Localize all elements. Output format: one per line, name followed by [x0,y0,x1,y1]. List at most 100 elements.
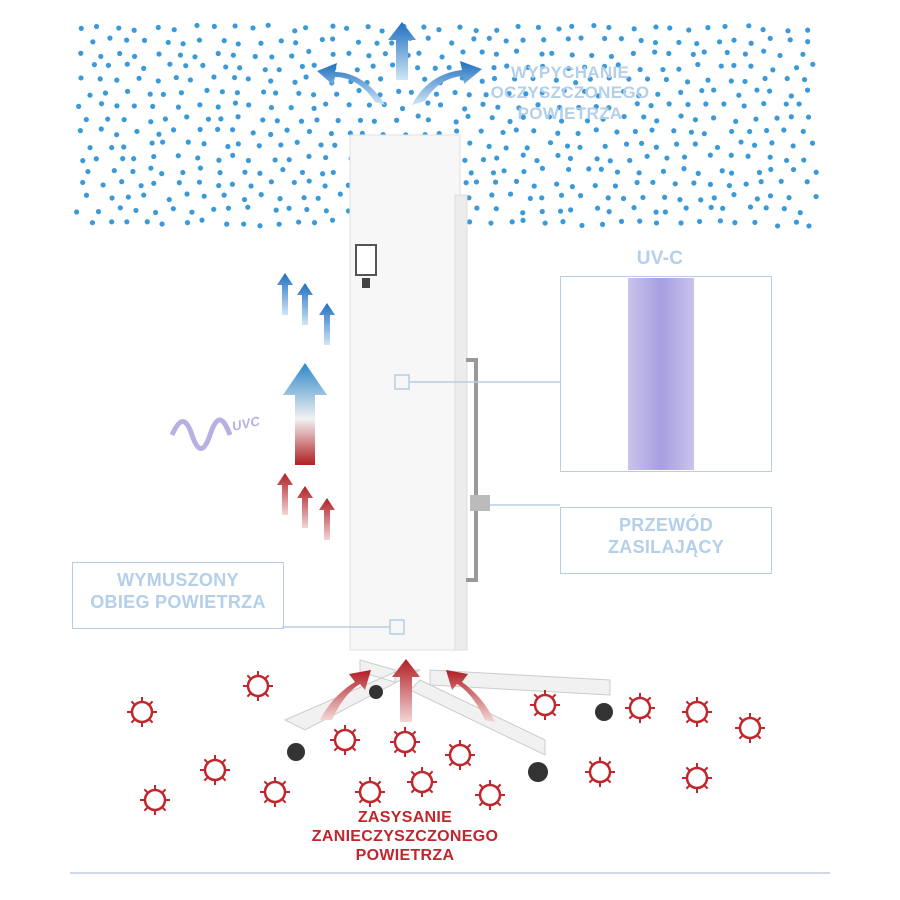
clean-air-dot [231,74,238,81]
clean-air-dot [183,63,189,69]
clean-air-dot [453,119,459,125]
clean-air-dot [242,169,248,175]
clean-air-dot [805,114,812,120]
clean-air-dot [78,50,84,56]
virus-icon [127,697,157,727]
clean-air-dot [806,223,812,229]
clean-air-dot [98,101,105,107]
clean-air-dot [520,37,526,43]
clean-air-dot [322,183,328,189]
clean-air-dot [614,169,621,175]
clean-air-dot [530,75,536,82]
clean-air-dot [87,92,93,98]
clean-air-dot [107,35,113,41]
clean-air-dot [141,192,147,198]
clean-air-dot [105,116,111,122]
clean-air-dot [748,40,754,46]
clean-air-dot [579,222,585,229]
forced-flow-label: WYMUSZONY OBIEG POWIETRZA [72,570,284,613]
clean-air-dot [318,142,324,148]
clean-air-dot [606,24,612,31]
clean-air-dot [114,132,120,138]
clean-air-dot [634,101,640,107]
clean-air-dot [769,140,775,146]
clean-air-dot [586,166,592,172]
clean-air-dot [539,208,545,215]
clean-air-dot [492,179,499,185]
clean-air-dot [587,76,593,82]
clean-air-dot [778,178,784,184]
clean-air-dot [671,128,677,134]
clean-air-dot [394,117,400,123]
clean-air-dot [489,192,495,198]
clean-air-dot [121,117,127,123]
clean-air-dot [148,119,154,125]
clean-air-dot [753,116,759,122]
clean-air-dot [746,23,752,29]
clean-air-dot [268,131,274,138]
clean-air-dot [131,27,137,33]
clean-air-dot [396,88,402,94]
clean-air-dot [685,101,691,108]
clean-air-dot [280,166,286,173]
clean-air-dot [813,169,819,175]
clean-air-dot [573,80,579,86]
clean-air-dot [273,90,279,96]
clean-air-dot [201,141,207,147]
clean-air-dot [793,219,800,225]
clean-air-dot [490,170,497,176]
clean-air-dot [241,196,248,203]
clean-air-dot [594,205,601,211]
clean-air-dot [170,206,176,212]
clean-air-dot [232,23,238,29]
clean-air-dot [276,221,282,227]
clean-air-dot [311,220,318,226]
clean-air-dot [620,195,627,202]
clean-air-dot [357,117,364,123]
clean-air-dot [662,194,668,200]
clean-air-dot [136,75,142,81]
clean-air-dot [225,205,232,211]
clean-air-dot [95,209,102,215]
clean-air-dot [201,193,207,199]
clean-air-dot [660,168,667,174]
label-line: ZANIECZYSZCZONEGO [311,828,499,846]
forced-flow-box [72,562,284,629]
clean-air-dot [637,66,643,73]
clean-air-dot [197,102,203,108]
clean-air-dot [371,118,377,124]
clean-air-dot [195,155,201,161]
clean-air-dot [289,53,295,59]
clean-air-dot [754,87,760,93]
clean-air-dot [196,179,203,185]
clean-air-dot [607,158,613,164]
clean-air-dot [265,22,271,28]
clean-air-dot [235,114,241,120]
clean-air-dot [783,157,790,164]
clean-air-dot [235,41,241,47]
clean-air-dot [303,74,309,80]
clean-air-dot [197,165,204,171]
clean-air-dot [337,191,343,197]
clean-air-dot [549,50,555,56]
clean-air-dot [653,24,659,30]
label-line: WYPYCHANIE [510,63,630,82]
clean-air-dot [764,127,770,134]
clean-air-dot [468,170,474,176]
clean-air-dot [159,171,165,177]
clean-air-dot [473,179,480,185]
purifier-body [349,134,461,651]
clean-air-dot [379,28,385,34]
clean-air-dot [655,91,661,97]
clean-air-dot [225,143,231,150]
clean-air-dot [662,209,669,215]
clean-air-dot [681,154,688,160]
clean-air-dot [531,128,537,134]
clean-air-dot [365,24,371,30]
clean-air-dot [774,223,781,229]
mixed-gradient-arrow [283,363,327,465]
clean-air-dot [565,36,571,42]
clean-air-dot [98,126,104,132]
clean-air-dot [577,193,584,199]
clean-air-dot [797,209,803,216]
